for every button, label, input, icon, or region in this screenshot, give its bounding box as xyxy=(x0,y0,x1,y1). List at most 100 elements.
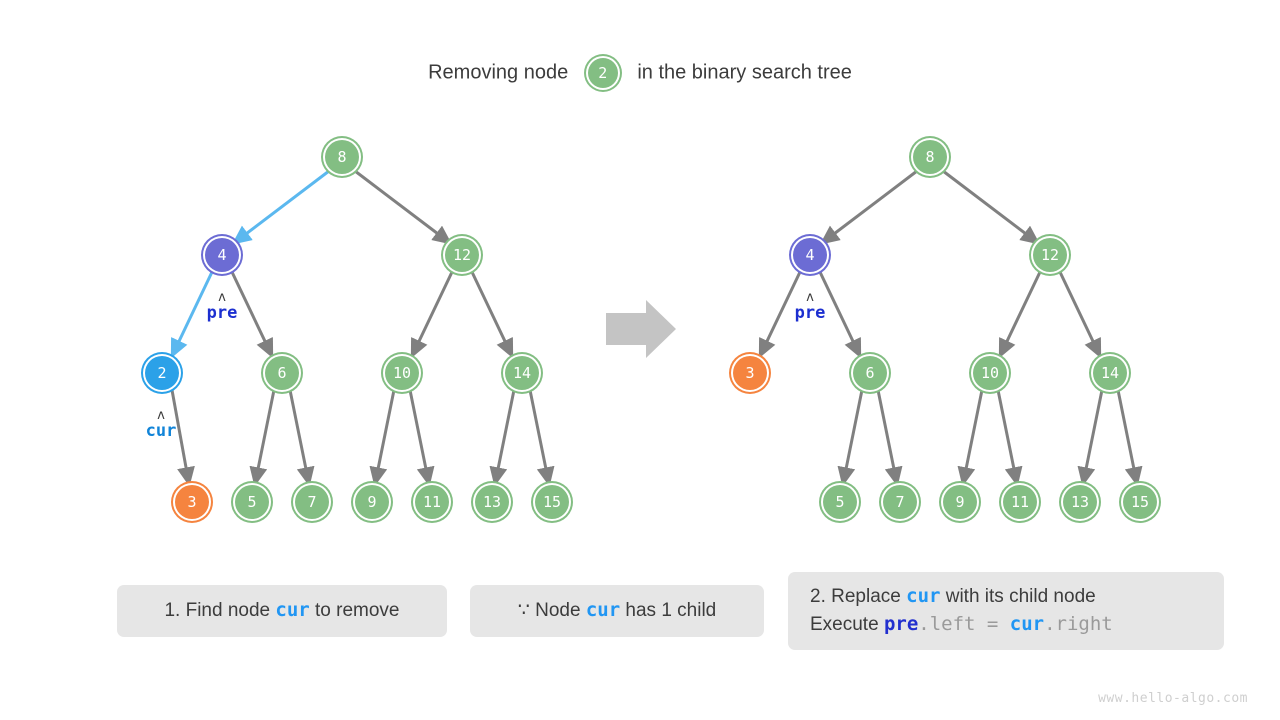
caption2-prefix: ∵ Node xyxy=(517,600,586,622)
caption3-keyword-pre: pre xyxy=(883,613,919,635)
caption1-prefix: 1. Find node xyxy=(164,600,276,622)
tree-node-label: 11 xyxy=(1010,493,1030,511)
tree-node-6: 6 xyxy=(263,354,301,392)
edge-6-7 xyxy=(288,389,315,487)
pointer-text: cur xyxy=(145,421,177,441)
edge-r6-7 xyxy=(876,389,903,487)
tree-node-9: 9 xyxy=(353,483,391,521)
tree-node-label: 15 xyxy=(1130,493,1150,511)
tree-node-label: 7 xyxy=(307,493,317,511)
pointer-text: pre xyxy=(794,303,826,323)
tree-node-label: 13 xyxy=(482,493,502,511)
caption3-code-right: .right xyxy=(1044,613,1113,635)
tree-node-14: 14 xyxy=(503,354,541,392)
tree-node-label: 10 xyxy=(392,364,412,382)
edge-r6-5 xyxy=(837,389,864,487)
edge-r12-10 xyxy=(998,271,1042,359)
edge-r14-15 xyxy=(1116,389,1143,487)
pointer-text: pre xyxy=(206,303,238,323)
tree-node-12: 12 xyxy=(1031,236,1069,274)
tree-node-3: 3 xyxy=(731,354,769,392)
tree-node-9: 9 xyxy=(941,483,979,521)
caption1-keyword-cur: cur xyxy=(275,599,310,622)
tree-node-label: 12 xyxy=(1040,246,1060,264)
tree-node-label: 6 xyxy=(277,364,287,382)
tree-node-label: 14 xyxy=(512,364,532,382)
edge-r10-11 xyxy=(996,389,1023,487)
edge-r8-4 xyxy=(819,169,918,245)
left-tree-edges xyxy=(170,169,555,487)
edge-14-15 xyxy=(528,389,555,487)
page-title: Removing node 2 in the binary search tre… xyxy=(0,56,1280,90)
tree-node-13: 13 xyxy=(473,483,511,521)
tree-node-label: 6 xyxy=(865,364,875,382)
title-suffix: in the binary search tree xyxy=(637,61,852,84)
caption3-code-left: .left = xyxy=(918,613,1010,635)
caption3-keyword-cur: cur xyxy=(1009,613,1045,635)
tree-node-6: 6 xyxy=(851,354,889,392)
caption3-line2-prefix: Execute xyxy=(810,614,884,635)
tree-node-10: 10 xyxy=(383,354,421,392)
edge-6-5 xyxy=(249,389,276,487)
tree-node-11: 11 xyxy=(413,483,451,521)
edge-4-6 xyxy=(230,271,274,359)
tree-node-7: 7 xyxy=(881,483,919,521)
edge-r12-14 xyxy=(1058,271,1102,359)
tree-node-13: 13 xyxy=(1061,483,1099,521)
tree-node-11: 11 xyxy=(1001,483,1039,521)
tree-node-14: 14 xyxy=(1091,354,1129,392)
tree-node-label: 4 xyxy=(217,246,227,264)
edge-4-2-highlight xyxy=(170,271,214,359)
tree-node-3: 3 xyxy=(173,483,211,521)
tree-node-label: 3 xyxy=(745,364,755,382)
tree-node-4: 4 xyxy=(791,236,829,274)
transition-arrow xyxy=(606,300,676,358)
caption1-suffix: to remove xyxy=(309,600,400,622)
caption2-keyword-cur: cur xyxy=(585,599,621,622)
tree-node-label: 8 xyxy=(925,148,935,166)
tree-node-5: 5 xyxy=(821,483,859,521)
tree-node-label: 2 xyxy=(157,364,167,382)
caption-step-2: 2. Replace cur with its child node Execu… xyxy=(788,572,1224,650)
tree-node-8: 8 xyxy=(323,138,361,176)
caption-step-1: 1. Find node cur to remove xyxy=(117,585,447,637)
tree-node-label: 7 xyxy=(895,493,905,511)
tree-node-15: 15 xyxy=(533,483,571,521)
caption-reason: ∵ Node cur has 1 child xyxy=(470,585,764,637)
caption3-line1-suffix: with its child node xyxy=(940,586,1096,608)
tree-node-15: 15 xyxy=(1121,483,1159,521)
edge-r4-3 xyxy=(758,271,802,359)
title-prefix: Removing node xyxy=(428,61,569,84)
tree-node-label: 5 xyxy=(835,493,845,511)
caption2-suffix: has 1 child xyxy=(620,600,717,622)
tree-node-2: 2 xyxy=(143,354,181,392)
tree-node-label: 9 xyxy=(367,493,377,511)
tree-node-label: 15 xyxy=(542,493,562,511)
edge-r14-13 xyxy=(1077,389,1104,487)
caption3-line1-keyword-cur: cur xyxy=(906,585,941,608)
tree-node-label: 4 xyxy=(805,246,815,264)
tree-node-5: 5 xyxy=(233,483,271,521)
tree-node-12: 12 xyxy=(443,236,481,274)
caret-icon: ʌ xyxy=(157,408,165,423)
watermark: www.hello-algo.com xyxy=(1098,691,1248,706)
right-tree-edges xyxy=(758,169,1143,487)
edge-8-12 xyxy=(354,169,453,245)
tree-node-label: 13 xyxy=(1070,493,1090,511)
caret-icon: ʌ xyxy=(218,290,226,305)
title-node-badge: 2 xyxy=(585,56,620,90)
tree-node-label: 9 xyxy=(955,493,965,511)
edge-12-10 xyxy=(410,271,454,359)
tree-node-label: 10 xyxy=(980,364,1000,382)
edge-r4-6 xyxy=(818,271,862,359)
edge-r10-9 xyxy=(957,389,984,487)
edge-2-3 xyxy=(170,389,195,487)
caption3-line1-prefix: 2. Replace xyxy=(810,586,907,608)
caption3-line-2: Execute pre.left = cur.right xyxy=(810,611,1224,639)
tree-node-8: 8 xyxy=(911,138,949,176)
tree-node-7: 7 xyxy=(293,483,331,521)
